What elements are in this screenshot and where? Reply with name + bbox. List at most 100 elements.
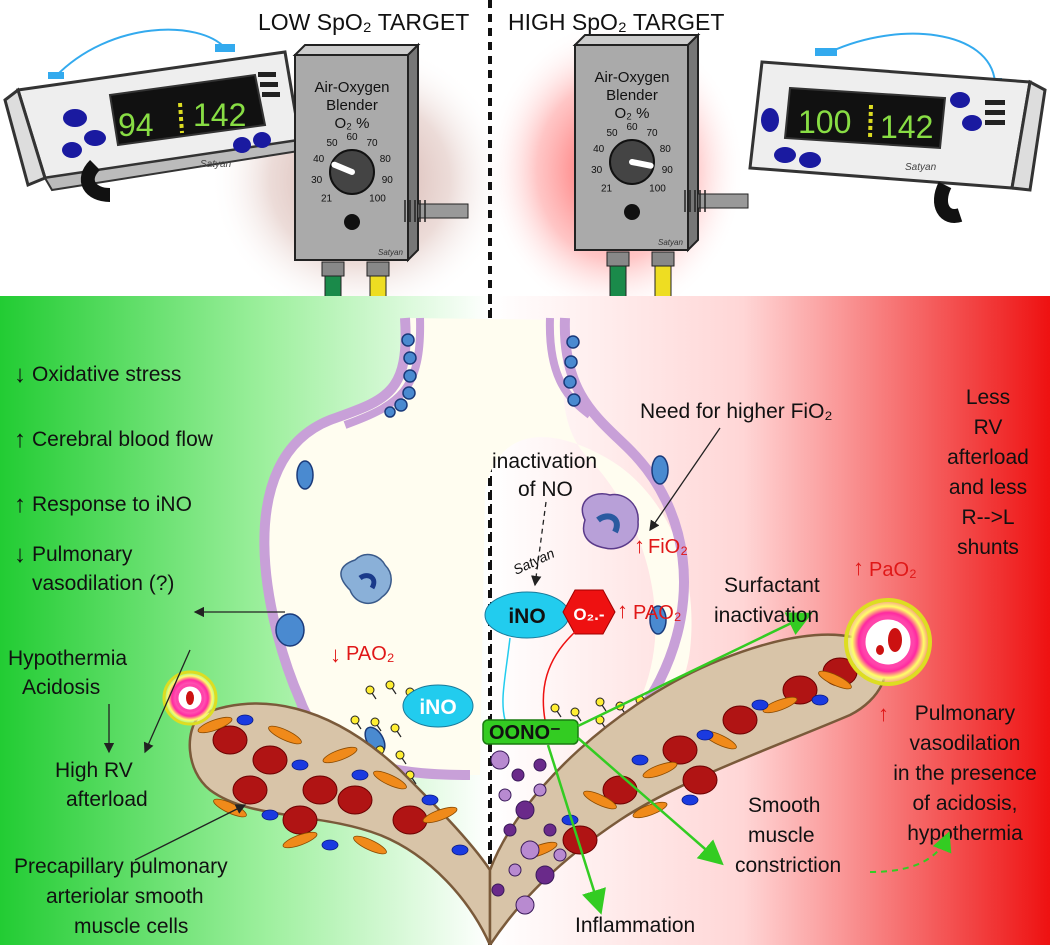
label-precapillary-1: Precapillary pulmonary bbox=[14, 855, 228, 878]
text-line: afterload bbox=[947, 446, 1029, 469]
smooth-muscle-cell bbox=[353, 835, 387, 855]
text-line: vasodilation bbox=[910, 732, 1021, 755]
dial-tick-label: 100 bbox=[369, 194, 386, 205]
svg-text:iNO: iNO bbox=[508, 605, 545, 628]
blender-title-left-2: Blender bbox=[326, 97, 378, 114]
dial-tick-label: 80 bbox=[380, 154, 392, 165]
smooth-muscle-cell bbox=[818, 670, 852, 690]
label-need-fio2: Need for higher FiO₂ bbox=[640, 400, 833, 423]
endothelial-nucleus bbox=[631, 754, 649, 766]
spo2-readout-right: 100 bbox=[798, 104, 851, 140]
smooth-muscle-cell bbox=[322, 746, 358, 764]
label-oxidative-stress: Oxidative stress bbox=[32, 363, 181, 386]
inflammatory-cell bbox=[515, 800, 535, 820]
superoxide-radical: O₂.- bbox=[562, 589, 616, 635]
red-blood-cell bbox=[282, 805, 318, 835]
vessel-cross-section-right bbox=[844, 598, 932, 686]
dial-tick-label: 100 bbox=[649, 184, 666, 195]
dial-tick-label: 21 bbox=[321, 194, 333, 205]
blender-knob-left bbox=[344, 214, 360, 230]
text-line: hypothermia bbox=[907, 822, 1023, 845]
monitor-brand-right: Satyan bbox=[905, 162, 937, 173]
smooth-muscle-cell bbox=[642, 761, 678, 779]
header-right: HIGH SpO₂ TARGET bbox=[508, 9, 724, 35]
label-acidosis: Acidosis bbox=[22, 676, 100, 699]
text-line: R-->L bbox=[961, 506, 1014, 529]
endothelial-nucleus bbox=[291, 759, 309, 771]
inflammatory-cell bbox=[515, 895, 535, 915]
dial-needle-left bbox=[331, 161, 355, 175]
label-pao2-art: PaO₂ bbox=[869, 559, 917, 581]
label-afterload-left: afterload bbox=[66, 788, 148, 811]
surfactant-head bbox=[390, 723, 400, 733]
text-line: Less bbox=[966, 386, 1010, 409]
inflammatory-cell bbox=[508, 863, 522, 877]
smooth-muscle-cell bbox=[282, 831, 318, 849]
endothelial-nucleus bbox=[421, 794, 439, 806]
arrow-up-cerebral: ↑ bbox=[14, 426, 26, 453]
label-surfactant: Surfactant bbox=[724, 574, 820, 597]
hr-readout-left: 142 bbox=[193, 97, 246, 133]
text-line: Pulmonary bbox=[915, 702, 1016, 725]
alveolar-macrophage-left bbox=[340, 553, 392, 605]
surfactant-head bbox=[370, 717, 380, 727]
smooth-muscle-cell bbox=[268, 725, 302, 745]
air-oxygen-blender-right: Air-Oxygen Blender O₂ % 2130405060708090… bbox=[572, 32, 749, 298]
arrow-up-ino: ↑ bbox=[14, 491, 26, 518]
inflammatory-cell bbox=[490, 750, 510, 770]
arrow-up-pao2-right: ↑ bbox=[617, 598, 628, 623]
ino-bubble-right: iNO bbox=[484, 591, 570, 639]
endothelial-nucleus bbox=[351, 769, 369, 781]
label-inactivation-1: inactivation bbox=[492, 450, 597, 473]
surfactant-head bbox=[365, 685, 375, 695]
dial-tick-label: 21 bbox=[601, 184, 613, 195]
blender-title-left-1: Air-Oxygen bbox=[314, 79, 389, 96]
arrow-down-oxidative: ↓ bbox=[14, 361, 26, 388]
dial-tick-label: 40 bbox=[593, 144, 605, 155]
label-vasodilation-q: vasodilation (?) bbox=[32, 572, 174, 595]
red-blood-cell bbox=[562, 825, 598, 855]
inflammatory-cell bbox=[498, 788, 512, 802]
dial-tick-label: 30 bbox=[311, 175, 323, 186]
label-pao2-left: PAO₂ bbox=[346, 643, 395, 665]
svg-text:O₂.-: O₂.- bbox=[573, 605, 604, 624]
vessel-cross-section-left bbox=[162, 670, 218, 726]
label-cerebral-blood-flow: Cerebral blood flow bbox=[32, 428, 214, 451]
text-line: of acidosis, bbox=[912, 792, 1017, 815]
label-smooth: Smooth bbox=[748, 794, 820, 817]
smooth-muscle-cell bbox=[632, 801, 668, 819]
endothelial-nucleus bbox=[696, 729, 714, 741]
label-constriction: constriction bbox=[735, 854, 841, 877]
text-line: in the presence bbox=[893, 762, 1037, 785]
blender-title-right-1: Air-Oxygen bbox=[594, 69, 669, 86]
arrow-up-fio2: ↑ bbox=[634, 533, 645, 558]
pulse-oximeter-right: 100 142 Satyan bbox=[748, 32, 1047, 223]
label-surfactant-inactivation: inactivation bbox=[714, 604, 819, 627]
dial-tick-label: 80 bbox=[660, 144, 672, 155]
blender-title-right-3: O₂ % bbox=[615, 105, 650, 122]
endothelial-nucleus bbox=[451, 844, 469, 856]
dial-tick-label: 30 bbox=[591, 165, 603, 176]
alveolar-macrophage-right bbox=[581, 493, 639, 550]
red-blood-cell bbox=[252, 745, 288, 775]
inflammatory-cell bbox=[543, 823, 557, 837]
svg-text:iNO: iNO bbox=[419, 696, 456, 719]
red-blood-cell bbox=[682, 765, 718, 795]
label-pulmonary: Pulmonary bbox=[32, 543, 133, 566]
blender-title-right-2: Blender bbox=[606, 87, 658, 104]
red-blood-cell bbox=[392, 805, 428, 835]
endothelial-nucleus bbox=[261, 809, 279, 821]
arrow-down-pao2-left: ↓ bbox=[330, 642, 341, 667]
inflammatory-cell bbox=[491, 883, 505, 897]
label-precapillary-2: arteriolar smooth bbox=[46, 885, 204, 908]
dial-tick-label: 60 bbox=[626, 122, 638, 133]
dial-tick-label: 90 bbox=[382, 175, 394, 186]
red-blood-cell bbox=[212, 725, 248, 755]
red-blood-cell bbox=[722, 705, 758, 735]
surfactant-head bbox=[350, 715, 360, 725]
inflammatory-cell bbox=[533, 783, 547, 797]
type1-epithelial-cells bbox=[275, 333, 669, 754]
blender-brand-left: Satyan bbox=[378, 248, 403, 257]
